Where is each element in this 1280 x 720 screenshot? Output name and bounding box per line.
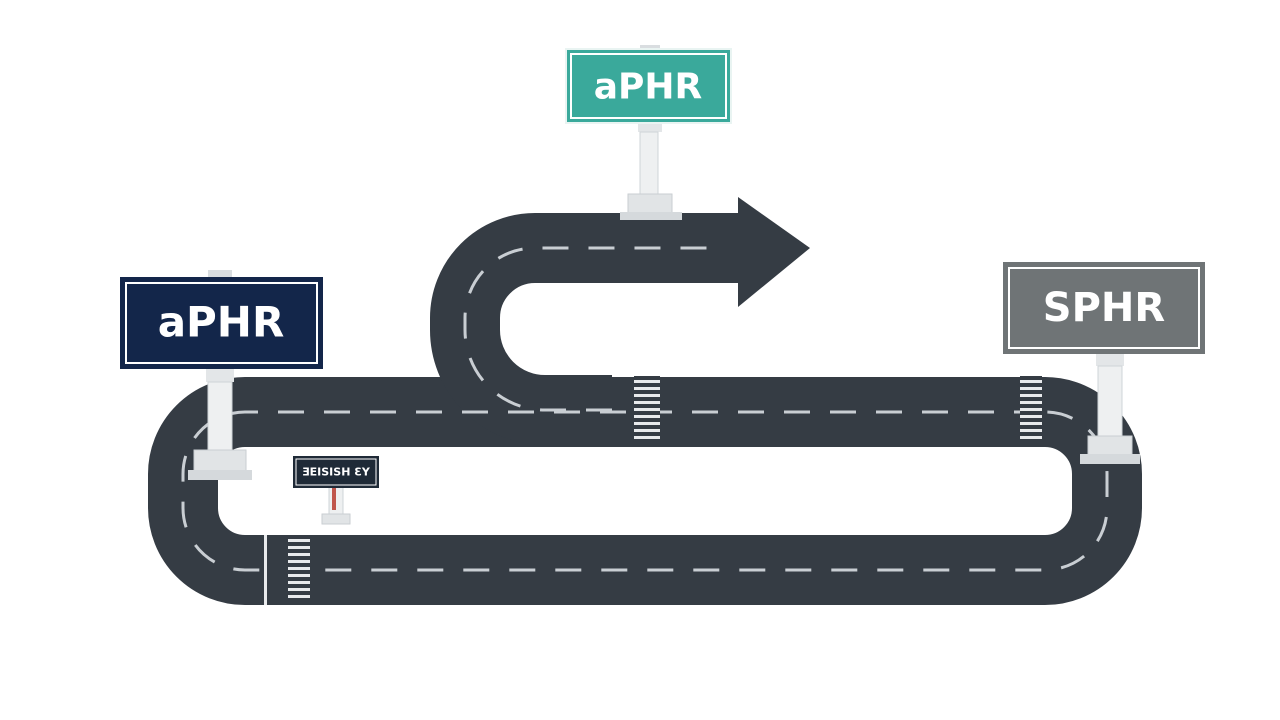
signpost-small: ƎEISISH ƐY [293, 456, 379, 525]
sign-label-small: ƎEISISH ƐY [302, 466, 371, 479]
crosswalk [262, 535, 312, 605]
sign-label-top: aPHR [594, 67, 703, 108]
signpost-left: aPHR [120, 270, 323, 480]
crosswalk [1020, 376, 1042, 444]
signpost-top: aPHR [565, 45, 732, 220]
signpost-right: SPHR [1003, 262, 1205, 464]
sign-board-left [120, 277, 323, 369]
sign-label-right: SPHR [1043, 285, 1165, 331]
crosswalk [634, 376, 660, 444]
sign-board-right [1003, 262, 1205, 354]
sign-label-left: aPHR [158, 298, 285, 347]
direction-arrow [738, 197, 810, 307]
sign-board-small [293, 456, 379, 488]
sign-board-top [565, 48, 732, 124]
